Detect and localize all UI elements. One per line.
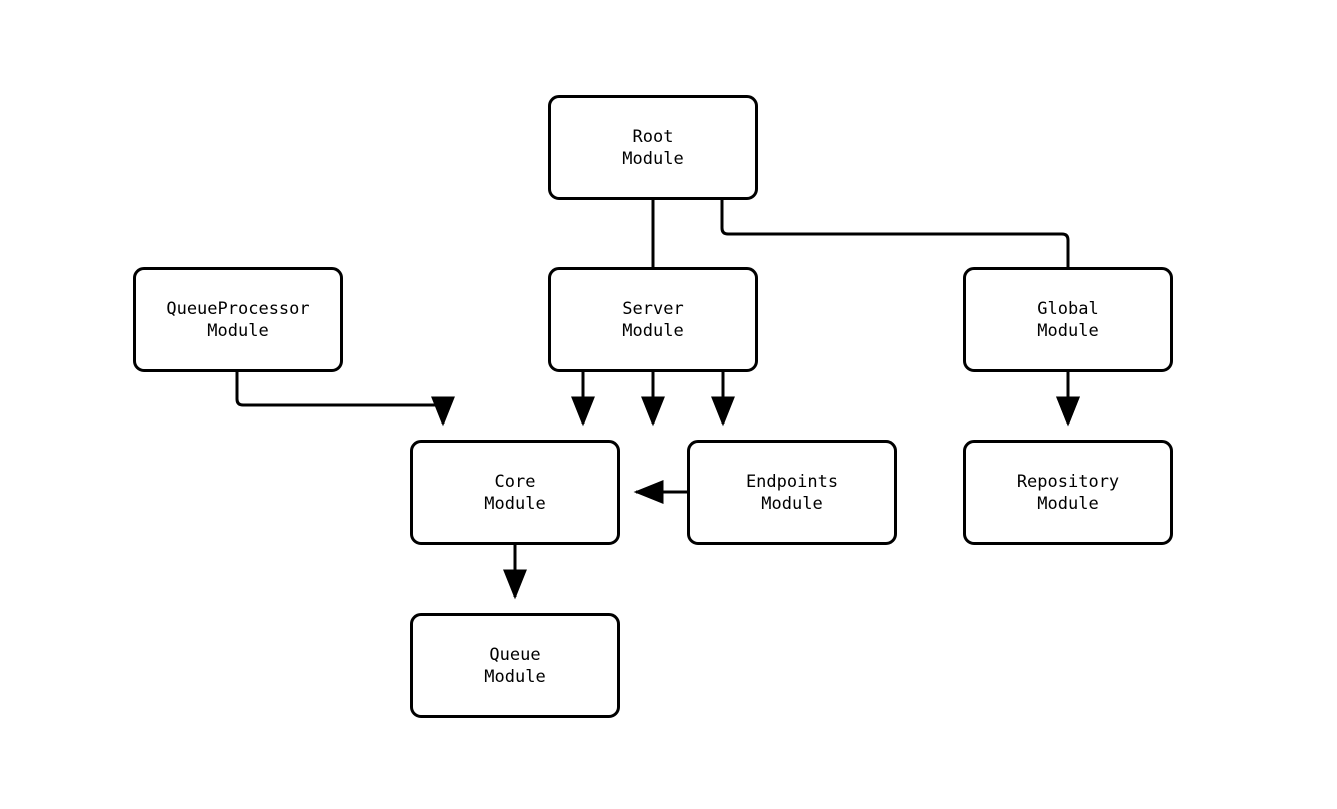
edge-queueprocessor-to-core	[235, 372, 455, 427]
node-queueprocessor-module-label: QueueProcessor Module	[166, 298, 310, 341]
node-root-module-label: Root Module	[622, 126, 684, 169]
node-root-module[interactable]: Root Module	[548, 95, 758, 200]
node-core-module-label: Core Module	[484, 471, 546, 514]
node-server-module-label: Server Module	[622, 298, 684, 341]
node-repository-module[interactable]: Repository Module	[963, 440, 1173, 545]
node-queue-module[interactable]: Queue Module	[410, 613, 620, 718]
node-core-module[interactable]: Core Module	[410, 440, 620, 545]
node-server-module[interactable]: Server Module	[548, 267, 758, 372]
node-global-module[interactable]: Global Module	[963, 267, 1173, 372]
node-queueprocessor-module[interactable]: QueueProcessor Module	[133, 267, 343, 372]
node-global-module-label: Global Module	[1037, 298, 1099, 341]
edge-root-to-global	[720, 200, 1080, 427]
node-repository-module-label: Repository Module	[1016, 471, 1120, 514]
node-endpoints-module[interactable]: Endpoints Module	[687, 440, 897, 545]
node-queue-module-label: Queue Module	[484, 644, 546, 687]
node-endpoints-module-label: Endpoints Module	[745, 471, 839, 514]
